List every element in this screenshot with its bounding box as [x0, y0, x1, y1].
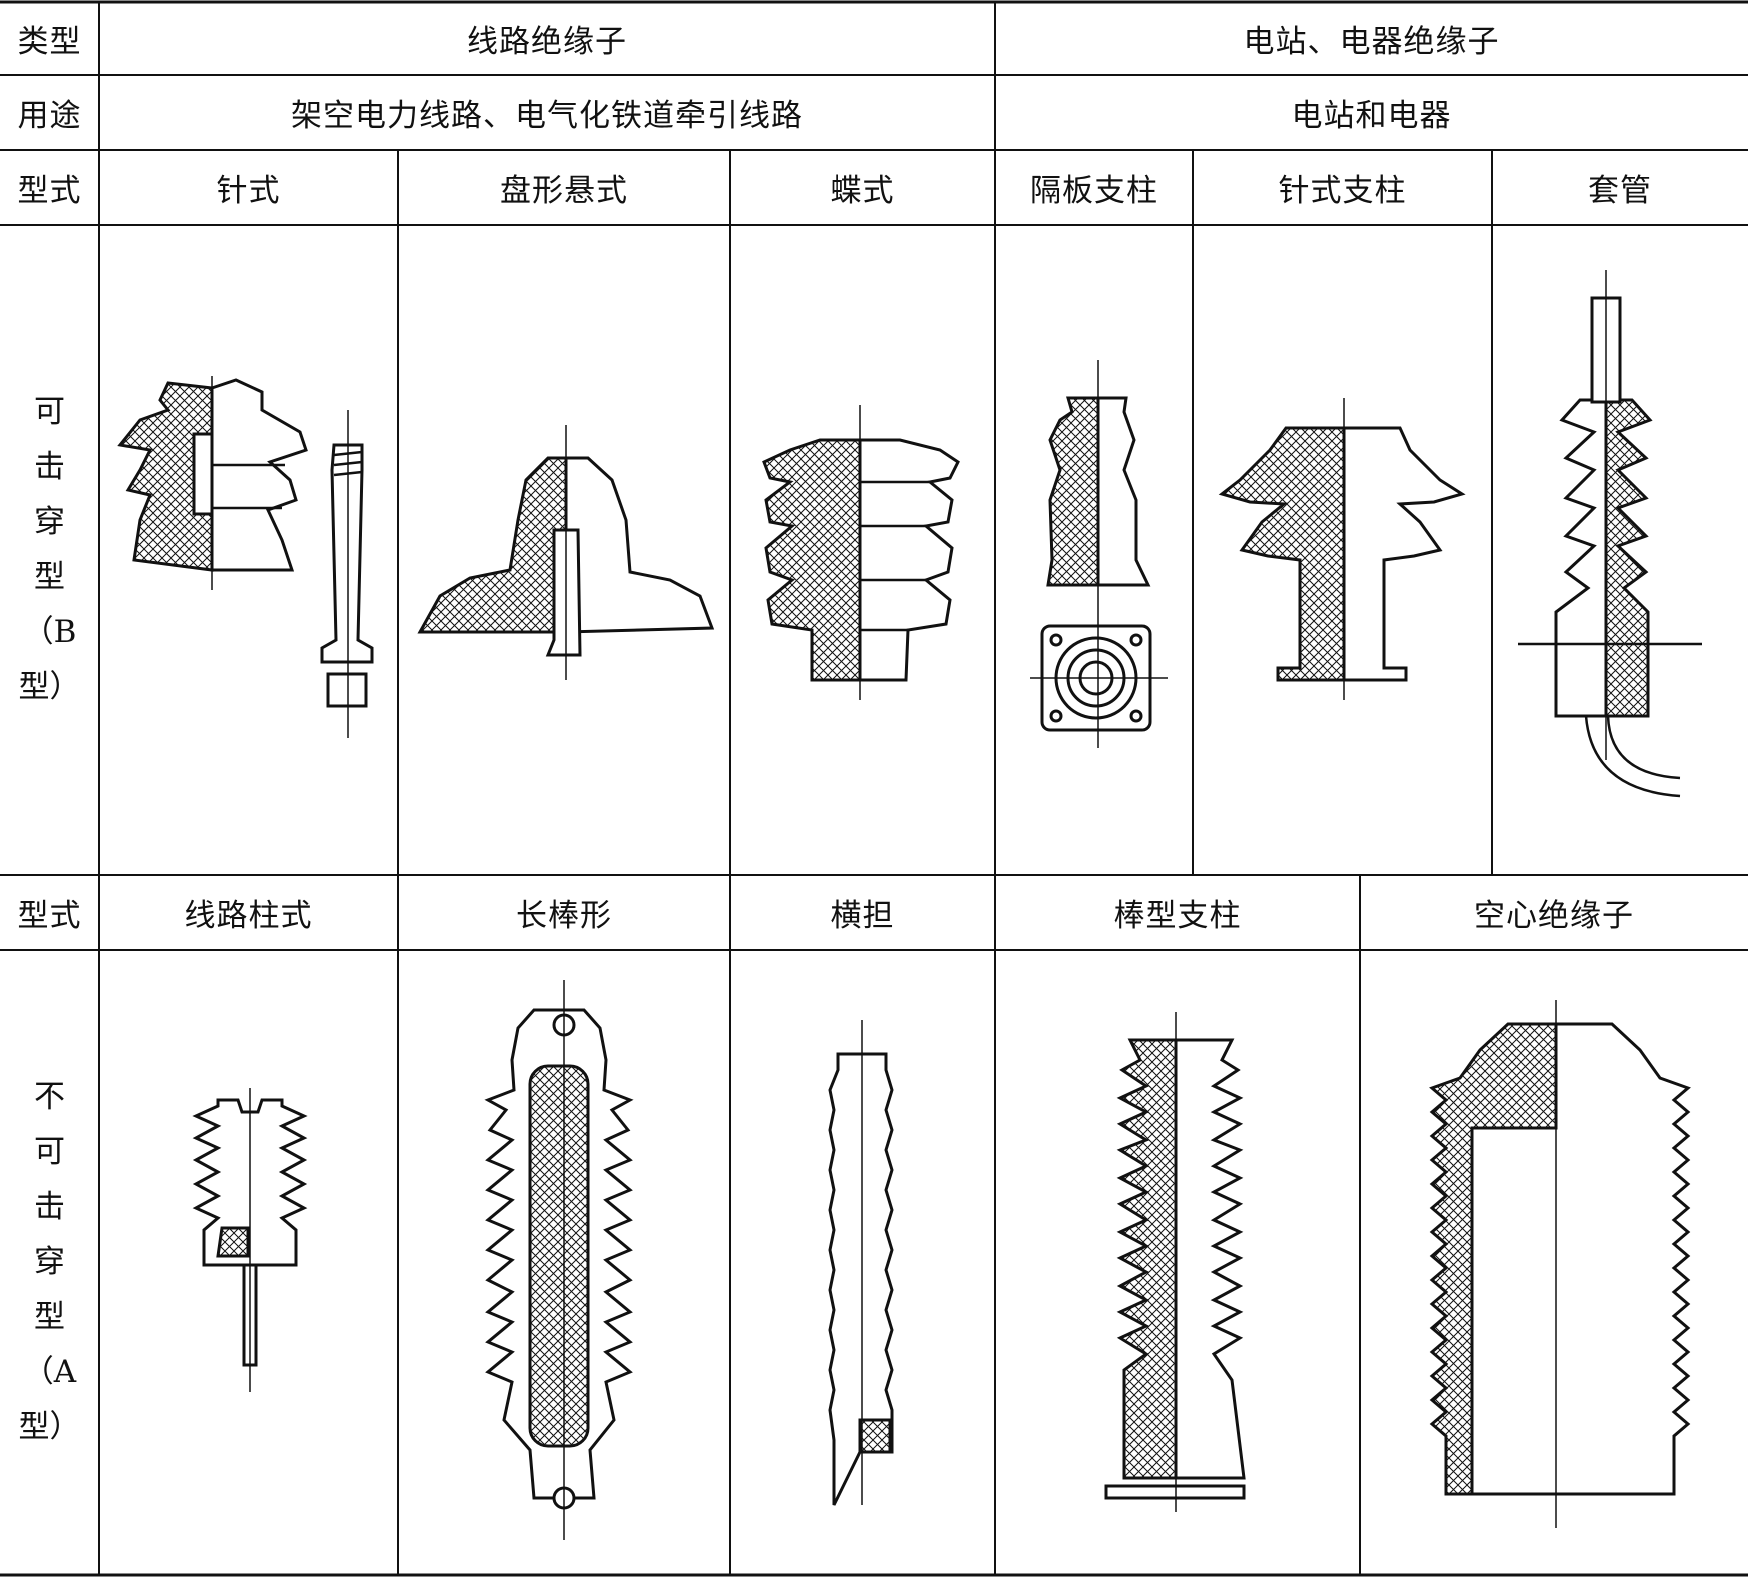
- header-station-insulator: 电站、电器绝缘子: [1243, 24, 1500, 60]
- partition-post-insulator-drawing: [1030, 360, 1168, 748]
- a-form-rod-post: 棒型支柱: [1113, 898, 1242, 934]
- header-line-insulator: 线路绝缘子: [467, 24, 627, 60]
- pin-post-insulator-drawing: [1218, 398, 1466, 700]
- b-form-disc-suspension: 盘形悬式: [500, 173, 628, 209]
- header-type-label: 类型: [17, 24, 82, 60]
- b-forms-label: 型式: [17, 173, 82, 209]
- bushing-drawing: [1518, 270, 1702, 798]
- b-form-bushing: 套管: [1588, 173, 1652, 209]
- a-row-label: 不 可 击 穿 型 （A 型）: [18, 1079, 81, 1445]
- b-form-butterfly: 蝶式: [830, 173, 895, 209]
- line-post-insulator-drawing: [192, 1088, 308, 1392]
- rod-post-insulator-drawing: [1104, 1012, 1246, 1512]
- hollow-insulator-drawing: [1429, 1000, 1691, 1528]
- usage-station: 电站和电器: [1291, 98, 1452, 134]
- usage-line: 架空电力线路、电气化铁道牵引线路: [291, 98, 803, 134]
- cross-arm-insulator-drawing: [828, 1020, 894, 1506]
- butterfly-insulator-drawing: [762, 405, 960, 700]
- pin-insulator-drawing: [117, 376, 374, 738]
- a-form-long-rod: 长棒形: [516, 898, 612, 934]
- b-form-pin-post: 针式支柱: [1278, 173, 1407, 209]
- b-form-partition-post: 隔板支柱: [1030, 173, 1158, 209]
- usage-label: 用途: [17, 98, 82, 134]
- b-row-label: 可 击 穿 型 （B 型）: [18, 394, 81, 705]
- a-form-cross-arm: 横担: [830, 898, 895, 934]
- a-form-line-post: 线路柱式: [184, 898, 313, 934]
- a-forms-label: 型式: [17, 898, 82, 934]
- disc-suspension-insulator-drawing: [417, 425, 715, 680]
- long-rod-insulator-drawing: [484, 980, 634, 1540]
- a-form-hollow-insulator: 空心绝缘子: [1474, 898, 1634, 934]
- b-form-pin: 针式: [216, 173, 281, 209]
